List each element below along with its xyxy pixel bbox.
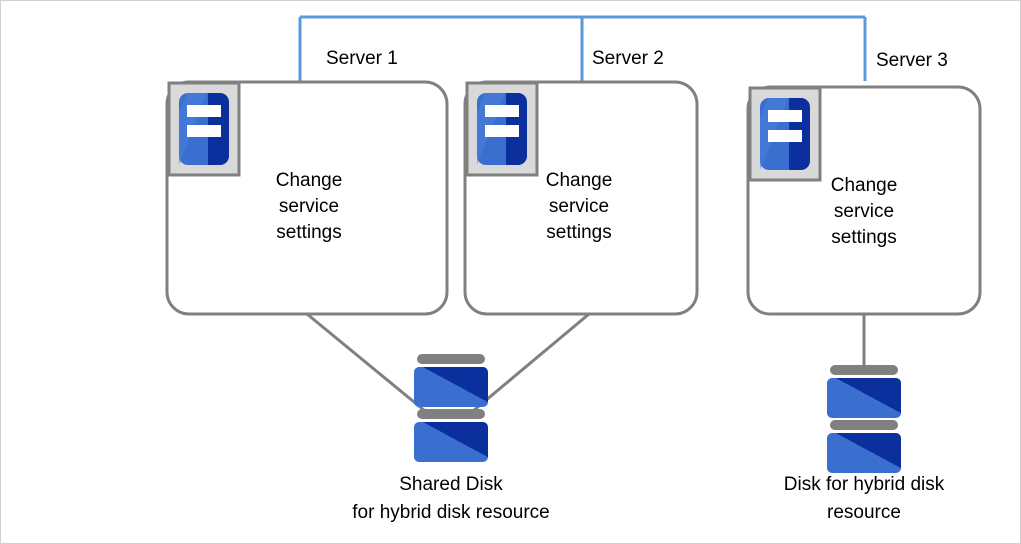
server-icon-2 bbox=[465, 81, 539, 177]
shared-disk-caption: Shared Disk for hybrid disk resource bbox=[352, 474, 550, 523]
server-icon-3 bbox=[748, 86, 822, 182]
server-body-text-3: Change service settings bbox=[830, 175, 898, 248]
network-bus bbox=[298, 15, 867, 81]
shared-disk-icon bbox=[414, 354, 488, 462]
server-icon-1 bbox=[167, 81, 241, 177]
server-body-text-1: Change service settings bbox=[275, 170, 343, 243]
server-title-2: Server 2 bbox=[592, 48, 664, 69]
server-body-text-2: Change service settings bbox=[545, 170, 613, 243]
server-title-1: Server 1 bbox=[326, 48, 398, 69]
hybrid-disk-icon bbox=[827, 365, 901, 473]
hybrid-disk-caption: Disk for hybrid disk resource bbox=[783, 474, 945, 523]
connector-server2-shared-disk bbox=[472, 312, 590, 413]
server-title-3: Server 3 bbox=[876, 50, 948, 71]
disk-connectors bbox=[306, 312, 866, 413]
connector-server1-shared-disk bbox=[306, 312, 426, 413]
